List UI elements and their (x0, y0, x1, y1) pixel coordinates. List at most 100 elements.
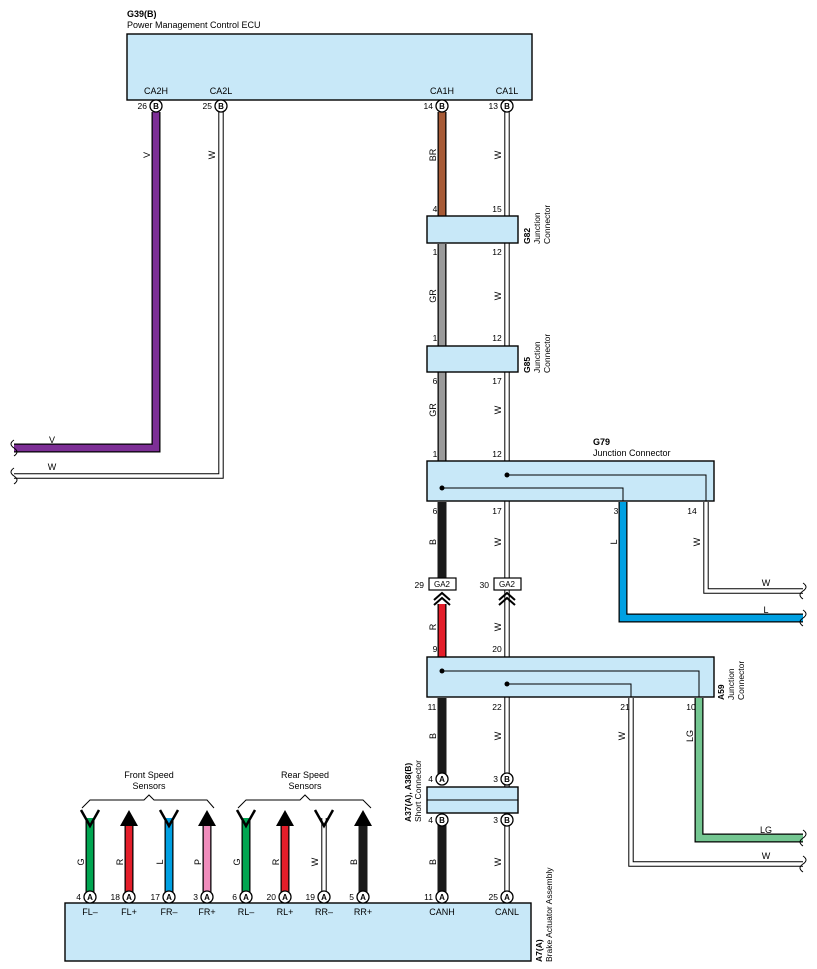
svg-text:G: G (76, 858, 86, 865)
svg-text:CANH: CANH (429, 907, 455, 917)
wire-ca2h (14, 112, 161, 453)
wire-w-right-1 (703, 502, 803, 594)
pin-number: 25 (203, 101, 213, 111)
svg-text:B: B (504, 102, 510, 111)
wire-color-labels: V W BR W GR W GR W B W L W R W B W W LG … (76, 148, 702, 866)
inline-pin-number: 29 (415, 580, 425, 590)
inline-connector-ga2 (428, 577, 522, 606)
svg-text:B: B (428, 539, 438, 545)
brake-name: Brake Actuator Assembly (544, 867, 554, 962)
g85-code: G85 (522, 357, 532, 373)
wire-lg-right (694, 698, 803, 843)
svg-text:3: 3 (193, 892, 198, 902)
svg-text:4: 4 (428, 774, 433, 784)
svg-text:22: 22 (492, 702, 502, 712)
svg-text:5: 5 (349, 892, 354, 902)
g82-code: G82 (522, 228, 532, 244)
svg-text:15: 15 (492, 204, 502, 214)
svg-text:A: A (282, 893, 288, 902)
g79-box (426, 460, 715, 502)
svg-text:12: 12 (492, 449, 502, 459)
g85-name: Connector (542, 334, 552, 373)
svg-text:RL+: RL+ (277, 907, 294, 917)
svg-text:R: R (115, 858, 125, 865)
svg-text:A: A (360, 893, 366, 902)
horizontal-wire-labels: V W W L LG W (48, 435, 772, 861)
svg-text:B: B (428, 733, 438, 739)
g82-pin-numbers: 4 15 1 12 (433, 204, 502, 257)
brake-pin-labels: FL– FL+ FR– FR+ RL– RL+ RR– RR+ CANH CAN… (82, 907, 519, 917)
svg-text:A: A (439, 893, 445, 902)
pin-number: 26 (138, 101, 148, 111)
svg-text:W: W (310, 857, 320, 866)
brake-pins: A A A A A A A A A A (83, 890, 514, 904)
svg-text:CANL: CANL (495, 907, 519, 917)
svg-text:BR: BR (428, 148, 438, 161)
wire-ca2l (14, 112, 224, 479)
svg-text:W: W (207, 150, 217, 159)
svg-text:A: A (126, 893, 132, 902)
svg-text:FR+: FR+ (198, 907, 215, 917)
svg-text:25: 25 (489, 892, 499, 902)
front-sensor-label: Sensors (132, 781, 166, 791)
svg-text:1: 1 (433, 333, 438, 343)
svg-text:9: 9 (433, 644, 438, 654)
svg-text:L: L (609, 539, 619, 544)
svg-text:B: B (349, 859, 359, 865)
wire-ca2h-fill (14, 112, 160, 452)
sensor-wires (79, 809, 372, 893)
svg-text:4: 4 (433, 204, 438, 214)
svg-text:R: R (271, 858, 281, 865)
svg-text:W: W (617, 731, 627, 740)
front-sensor-label: Front Speed (124, 770, 174, 780)
svg-text:L: L (155, 859, 165, 864)
a59-pin-numbers: 9 20 11 22 21 10 (428, 644, 696, 712)
brake-actuator-box (64, 902, 532, 962)
svg-text:11: 11 (424, 892, 433, 902)
inline-pin-number: 30 (480, 580, 490, 590)
g82-box (426, 215, 519, 244)
ecu-name: Power Management Control ECU (127, 20, 261, 30)
svg-text:W: W (493, 537, 503, 546)
svg-text:R: R (428, 623, 438, 630)
svg-text:B: B (504, 816, 510, 825)
svg-text:RL–: RL– (238, 907, 255, 917)
svg-text:A: A (439, 775, 445, 784)
svg-text:21: 21 (620, 702, 630, 712)
ecu-pin-label: CA1H (430, 86, 454, 96)
svg-text:3: 3 (614, 506, 619, 516)
svg-text:A: A (87, 893, 93, 902)
short-connector-pins: A B B B (435, 772, 514, 827)
svg-text:W: W (493, 150, 503, 159)
svg-text:11: 11 (428, 702, 437, 712)
svg-text:A: A (243, 893, 249, 902)
short-pin-numbers: 4 3 4 3 (428, 774, 498, 825)
svg-text:V: V (142, 152, 152, 158)
inline-label: GA2 (434, 580, 451, 589)
inline-label: GA2 (499, 580, 516, 589)
svg-text:B: B (153, 102, 159, 111)
svg-text:18: 18 (111, 892, 121, 902)
svg-text:W: W (48, 462, 57, 472)
svg-text:B: B (439, 102, 445, 111)
a59-name: Junction (726, 668, 736, 700)
pin-number: 14 (424, 101, 434, 111)
svg-text:3: 3 (493, 774, 498, 784)
svg-text:W: W (493, 405, 503, 414)
svg-text:10: 10 (686, 702, 696, 712)
g79-pin-numbers: 1 12 6 17 3 14 (433, 449, 697, 516)
svg-text:19: 19 (306, 892, 316, 902)
svg-text:FR–: FR– (160, 907, 177, 917)
g82-name: Junction (532, 212, 542, 244)
svg-text:4: 4 (428, 815, 433, 825)
svg-text:A: A (504, 893, 510, 902)
svg-text:6: 6 (433, 376, 438, 386)
svg-text:P: P (193, 859, 203, 865)
svg-text:W: W (493, 622, 503, 631)
a59-box (426, 656, 715, 698)
svg-text:GR: GR (428, 289, 438, 303)
svg-text:W: W (692, 537, 702, 546)
svg-text:B: B (428, 859, 438, 865)
wire-l-right (618, 502, 803, 623)
ecu-pin-label: CA2L (210, 86, 233, 96)
